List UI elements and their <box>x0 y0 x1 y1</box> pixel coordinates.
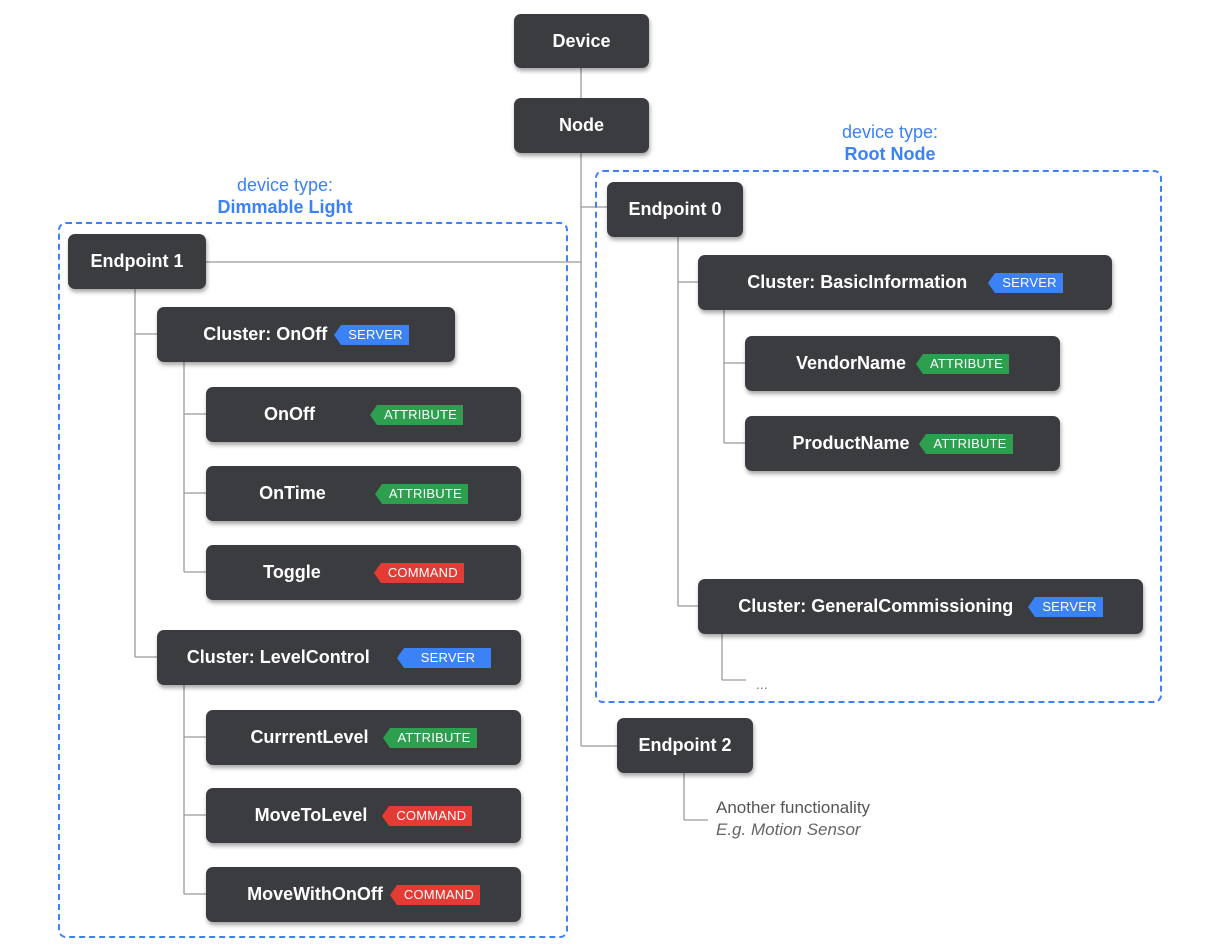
device-node[interactable]: Device <box>514 14 649 68</box>
root-node-device-type: device type: Root Node <box>790 121 990 165</box>
node-label: Node <box>559 115 604 135</box>
server-tag: SERVER <box>1028 596 1103 617</box>
attribute-tag: ATTRIBUTE <box>919 433 1013 454</box>
node-label: ProductName <box>792 433 910 453</box>
node-label: Endpoint 1 <box>90 251 184 271</box>
device-type-prefix: device type: <box>841 122 939 142</box>
attribute-product-name[interactable]: ProductName ATTRIBUTE <box>745 416 1060 471</box>
command-tag: COMMAND <box>373 562 464 583</box>
endpoint-2-node[interactable]: Endpoint 2 <box>617 718 753 773</box>
node-label: MoveWithOnOff <box>247 884 383 904</box>
attribute-tag: ATTRIBUTE <box>369 404 464 425</box>
server-tag: SERVER <box>988 272 1063 293</box>
cluster-general-commissioning[interactable]: Cluster: GeneralCommissioning SERVER <box>698 579 1143 634</box>
node-label: OnOff <box>263 404 315 424</box>
command-tag: COMMAND <box>382 805 473 826</box>
node-label: Cluster: OnOff <box>203 324 328 344</box>
attribute-current-level[interactable]: CurrrentLevel ATTRIBUTE <box>206 710 521 765</box>
device-type-name: Dimmable Light <box>217 197 353 217</box>
command-move-with-onoff[interactable]: MoveWithOnOff COMMAND <box>206 867 521 922</box>
device-type-prefix: device type: <box>236 175 334 195</box>
node-label: Device <box>552 30 611 51</box>
attribute-tag: ATTRIBUTE <box>915 353 1010 374</box>
cluster-basic-information[interactable]: Cluster: BasicInformation SERVER <box>698 255 1112 310</box>
node-label: Cluster: LevelControl <box>186 647 370 667</box>
note-line: Another functionality <box>716 798 871 817</box>
node-label: OnTime <box>259 483 326 503</box>
attribute-tag: ATTRIBUTE <box>383 727 477 748</box>
node-label: MoveToLevel <box>254 805 368 825</box>
command-toggle[interactable]: Toggle COMMAND <box>206 545 521 600</box>
node-label: Cluster: GeneralCommissioning <box>738 596 1014 616</box>
cluster-level-control[interactable]: Cluster: LevelControl SERVER <box>157 630 521 685</box>
attribute-tag: ATTRIBUTE <box>374 483 468 504</box>
node-label: Toggle <box>263 562 321 582</box>
endpoint-1-node[interactable]: Endpoint 1 <box>68 234 206 289</box>
dimmable-light-device-type: device type: Dimmable Light <box>165 174 405 218</box>
root-node-group <box>595 170 1162 703</box>
cluster-onoff[interactable]: Cluster: OnOff SERVER <box>157 307 455 362</box>
endpoint-0-node[interactable]: Endpoint 0 <box>607 182 743 237</box>
attribute-onoff[interactable]: OnOff ATTRIBUTE <box>206 387 521 442</box>
command-tag: COMMAND <box>389 884 480 905</box>
node-label: Endpoint 0 <box>628 199 722 219</box>
note-example: E.g. Motion Sensor <box>716 820 861 839</box>
dimmable-light-group <box>58 222 568 938</box>
server-tag: SERVER <box>334 324 409 345</box>
attribute-ontime[interactable]: OnTime ATTRIBUTE <box>206 466 521 521</box>
server-tag: SERVER <box>396 647 492 668</box>
node-label: VendorName <box>795 353 906 373</box>
attribute-vendor-name[interactable]: VendorName ATTRIBUTE <box>745 336 1060 391</box>
command-move-to-level[interactable]: MoveToLevel COMMAND <box>206 788 521 843</box>
node-label: Endpoint 2 <box>638 735 732 755</box>
more-ellipsis: ... <box>756 676 768 692</box>
node-label: Cluster: BasicInformation <box>747 272 968 292</box>
endpoint-2-note: Another functionality E.g. Motion Sensor <box>716 797 870 841</box>
node-node[interactable]: Node <box>514 98 649 153</box>
device-type-name: Root Node <box>844 144 936 164</box>
node-label: CurrrentLevel <box>250 727 369 747</box>
